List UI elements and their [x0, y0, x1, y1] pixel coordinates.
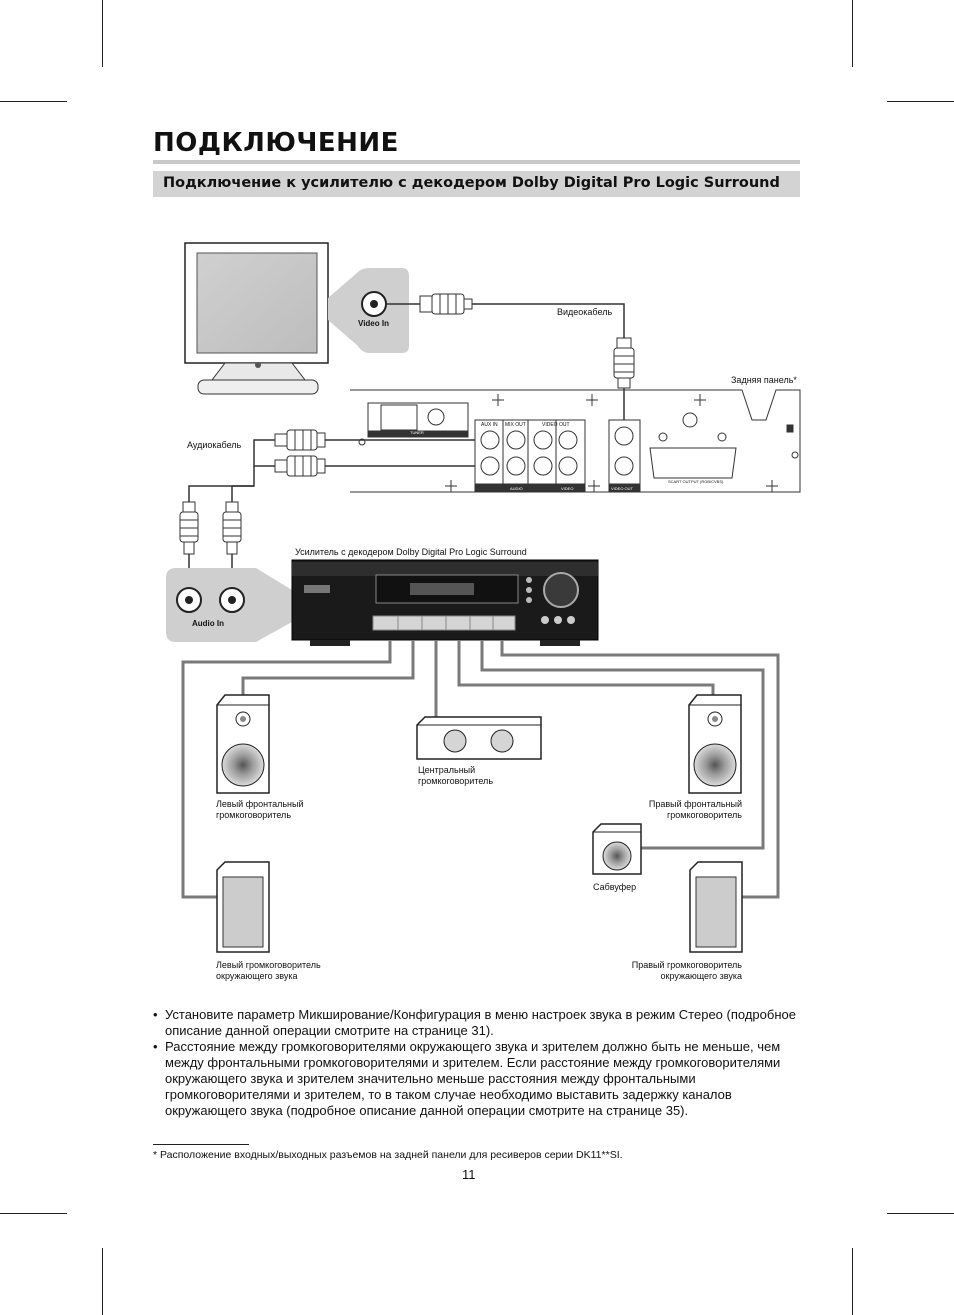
subtitle-bar: Подключение к усилителю с декодером Dolb… [153, 171, 800, 197]
amplifier-icon [291, 559, 599, 646]
panel-video-label: VIDEO [561, 486, 574, 491]
panel-video-out-top-label: VIDEO OUT [542, 422, 570, 428]
surround-right-speaker-icon [689, 861, 743, 953]
front-left-speaker-icon [216, 694, 270, 794]
tv-video-in-label: Video In [358, 319, 389, 328]
front-right-label: Правый фронтальный громкоговоритель [648, 799, 742, 820]
audio-cable-label: Аудиокабель [187, 440, 242, 450]
panel-video-out-label: VIDEO OUT [611, 486, 634, 491]
front-right-speaker-icon [688, 694, 742, 794]
surround-right-label: Правый громкоговоритель окружающего звук… [631, 960, 742, 981]
instructions-list: •Установите параметр Микширование/Конфиг… [153, 1007, 803, 1119]
surround-left-speaker-icon [216, 861, 270, 953]
panel-aux-in-label: AUX IN [481, 422, 498, 428]
video-cable [386, 293, 635, 424]
audio-cable [179, 429, 475, 586]
crop-mark [102, 0, 103, 67]
crop-mark [852, 1248, 853, 1315]
footnote: * Расположение входных/выходных разъемов… [153, 1149, 623, 1161]
amp-audio-in-callout [166, 568, 292, 642]
video-cable-label: Видеокабель [557, 307, 613, 317]
instruction-text: Установите параметр Микширование/Конфигу… [165, 1007, 796, 1038]
subwoofer-icon [592, 823, 642, 875]
speaker-wires [181, 640, 780, 899]
footnote-rule [153, 1144, 249, 1145]
instruction-text: Расстояние между громкоговорителями окру… [165, 1039, 781, 1118]
amplifier-label: Усилитель с декодером Dolby Digital Pro … [295, 547, 527, 557]
center-speaker-icon [416, 716, 542, 760]
front-left-label: Левый фронтальный громкоговоритель [216, 799, 304, 820]
center-speaker-label: Центральный громкоговоритель [418, 765, 494, 786]
panel-tuner-label: TUNER [410, 430, 424, 435]
panel-audio-label: AUDIO [510, 486, 523, 491]
crop-mark [0, 1213, 67, 1214]
panel-scart-label: SCART OUTPUT (RGB/CVBS) [668, 479, 724, 484]
crop-mark [887, 101, 954, 102]
panel-mix-out-label: MIX OUT [505, 422, 526, 428]
subwoofer-label: Сабвуфер [593, 882, 637, 892]
crop-mark [852, 0, 853, 67]
crop-mark [887, 1213, 954, 1214]
surround-left-label: Левый громкоговоритель окружающего звука [216, 960, 321, 981]
tv-icon [184, 242, 329, 395]
amp-audio-in-label: Audio In [192, 619, 224, 628]
crop-mark [102, 1248, 103, 1315]
crop-mark [0, 101, 67, 102]
list-item: •Установите параметр Микширование/Конфиг… [153, 1007, 796, 1038]
list-item: •Расстояние между громкоговорителями окр… [153, 1039, 781, 1118]
rear-panel-label: Задняя панель* [731, 375, 797, 385]
title-rule [153, 160, 800, 164]
page-number: 11 [462, 1167, 476, 1182]
section-subtitle: Подключение к усилителю с декодером Dolb… [163, 175, 780, 191]
page-title: ПОДКЛЮЧЕНИЕ [153, 128, 399, 158]
rear-panel [350, 389, 801, 493]
tv-video-in-callout [328, 268, 409, 353]
